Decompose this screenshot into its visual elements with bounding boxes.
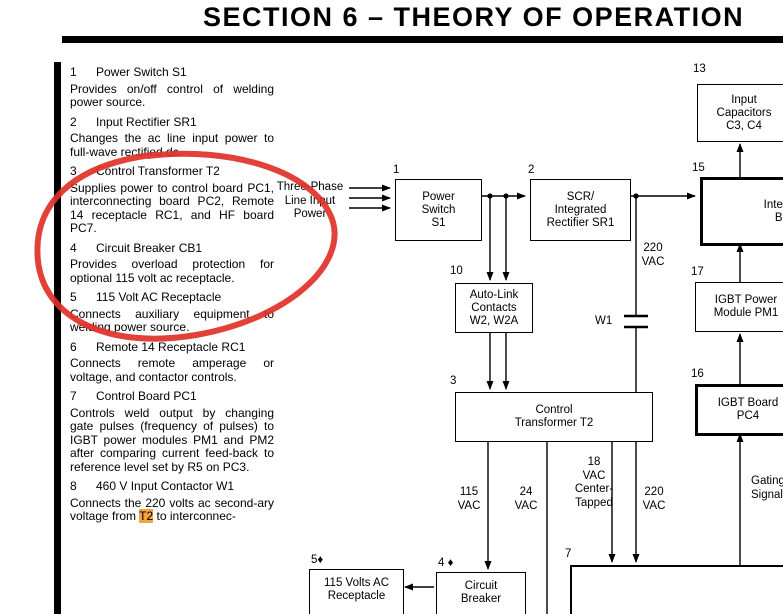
list-item: 3 Control Transformer T2 Supplies power … <box>70 164 274 236</box>
box-number-1: 1 <box>393 164 400 176</box>
box-label: Interconnecting Board PC2 <box>763 198 783 224</box>
label-220-vac-bottom: 220 VAC <box>642 486 666 512</box>
junction-dots <box>487 193 639 199</box>
list-item: 8 460 V Input Contactor W1 Connects the … <box>70 479 274 524</box>
item-desc: Connects remote amperage or voltage, and… <box>70 356 274 384</box>
label-w1: W1 <box>595 315 613 327</box>
item-name: Input Rectifier SR1 <box>96 114 197 129</box>
three-phase-input-label: Three-Phase Line Input Power <box>276 181 344 220</box>
item-number: 4 <box>70 240 77 255</box>
list-item: 7 Control Board PC1 Controls weld output… <box>70 389 274 474</box>
label-115-vac: 115 VAC <box>457 486 481 512</box>
box-label: Circuit Breaker <box>460 580 502 605</box>
diagram-box-control-transformer-t2: Control Transformer T2 <box>455 392 653 442</box>
box-number-5: 5♦ <box>311 554 324 566</box>
list-item: 5 115 Volt AC Receptacle Connects auxili… <box>70 290 274 335</box>
box-label: Input Capacitors C3, C4 <box>716 93 772 132</box>
item-heading: 1 Power Switch S1 <box>70 65 274 80</box>
item-name: Control Transformer T2 <box>96 164 220 178</box>
title-underline-rule <box>62 36 783 43</box>
item-desc: Connects the 220 volts ac second-ary vol… <box>70 495 274 524</box>
box-number-15: 15 <box>692 162 705 174</box>
diagram-box-power-switch-s1: Power Switch S1 <box>395 179 482 241</box>
list-item: 4 Circuit Breaker CB1 Provides overload … <box>70 240 274 286</box>
diagram-box-115v-receptacle: 115 Volts AC Receptacle <box>309 569 404 614</box>
item-number: 7 <box>70 389 77 403</box>
contactor-w1-symbol-icon <box>624 314 648 329</box>
diagram-box-input-capacitors: Input Capacitors C3, C4 <box>697 84 783 142</box>
page-title: SECTION 6 – THEORY OF OPERATION <box>203 2 745 32</box>
item-heading: 3 Control Transformer T2 <box>70 164 274 179</box>
item-number: 8 <box>70 479 77 493</box>
item-desc: Supplies power to control board PC1, int… <box>70 180 274 235</box>
item-heading: 6 Remote 14 Receptacle RC1 <box>70 339 274 355</box>
item-name: 115 Volt AC Receptacle <box>96 290 222 304</box>
diagram-box-circuit-breaker: Circuit Breaker <box>436 572 526 614</box>
diagram-box-interconnecting-board: Interconnecting Board PC2 <box>700 177 783 246</box>
box-label: IGBT Board PC4 <box>717 397 779 422</box>
label-gating-signals: Gating Signals <box>751 475 783 501</box>
diagram-box-igbt-board-pc4: IGBT Board PC4 <box>695 384 783 436</box>
box-label: IGBT Power Module PM1 <box>713 294 779 319</box>
box-number-17: 17 <box>691 266 704 278</box>
box-number-16: 16 <box>691 368 704 380</box>
box-label: 115 Volts AC Receptacle <box>324 577 389 602</box>
item-number: 2 <box>70 114 77 129</box>
box-label: Auto-Link Contacts W2, W2A <box>469 288 519 327</box>
desc-text: to interconnec- <box>153 509 236 523</box>
item-number: 3 <box>70 164 77 178</box>
box-number-3: 3 <box>450 375 457 387</box>
item-heading: 2 Input Rectifier SR1 <box>70 114 274 130</box>
item-desc: Provides on/off control of welding power… <box>70 81 274 109</box>
item-desc: Connects auxiliary equipment to welding … <box>70 306 274 334</box>
item-desc: Provides overload protection for optiona… <box>70 257 274 285</box>
diagram-box-autolink-contacts: Auto-Link Contacts W2, W2A <box>455 283 533 333</box>
box-label: Control Transformer T2 <box>514 404 594 429</box>
item-name: Power Switch S1 <box>96 65 187 79</box>
item-number: 6 <box>70 339 77 354</box>
item-heading: 4 Circuit Breaker CB1 <box>70 240 274 256</box>
item-desc: Controls weld output by changing gate pu… <box>70 405 274 474</box>
box-number-2: 2 <box>528 164 535 176</box>
list-item: 6 Remote 14 Receptacle RC1 Connects remo… <box>70 339 274 385</box>
item-name: 460 V Input Contactor W1 <box>96 479 235 493</box>
power-flow-lines <box>404 143 744 614</box>
box-number-4: 4 ♦ <box>438 557 454 569</box>
label-220-vac-top: 220 VAC <box>641 242 665 268</box>
item-number: 5 <box>70 290 77 304</box>
list-item: 1 Power Switch S1 Provides on/off contro… <box>70 65 274 110</box>
diagram-box-scr-rectifier-sr1: SCR/ Integrated Rectifier SR1 <box>530 179 631 241</box>
box-number-10: 10 <box>450 265 463 277</box>
label-24-vac: 24 VAC <box>514 486 538 512</box>
search-highlight-t2: T2 <box>139 509 154 523</box>
list-item: 2 Input Rectifier SR1 Changes the ac lin… <box>70 114 274 160</box>
diagram-box-7 <box>570 565 783 614</box>
item-heading: 5 115 Volt AC Receptacle <box>70 290 274 305</box>
box-label: SCR/ Integrated Rectifier SR1 <box>546 190 615 229</box>
diagram-box-igbt-power-module-pm1: IGBT Power Module PM1 <box>695 282 783 332</box>
item-heading: 8 460 V Input Contactor W1 <box>70 479 274 494</box>
box-label: Power Switch S1 <box>421 190 456 229</box>
label-18-vac-center-tapped: 18 VAC Center- Tapped <box>574 456 614 509</box>
box-number-13: 13 <box>693 63 706 75</box>
desc-text: Connects the 220 volts ac second-ary vol… <box>70 495 274 523</box>
item-number: 1 <box>70 65 77 79</box>
item-name: Remote 14 Receptacle RC1 <box>96 339 246 354</box>
component-list: 1 Power Switch S1 Provides on/off contro… <box>70 60 274 530</box>
item-heading: 7 Control Board PC1 <box>70 389 274 404</box>
item-desc: Changes the ac line input power to full-… <box>70 131 274 159</box>
item-name: Circuit Breaker CB1 <box>96 240 203 255</box>
box-number-7: 7 <box>565 548 572 560</box>
three-phase-input-arrows <box>349 184 391 212</box>
item-name: Control Board PC1 <box>96 389 197 403</box>
